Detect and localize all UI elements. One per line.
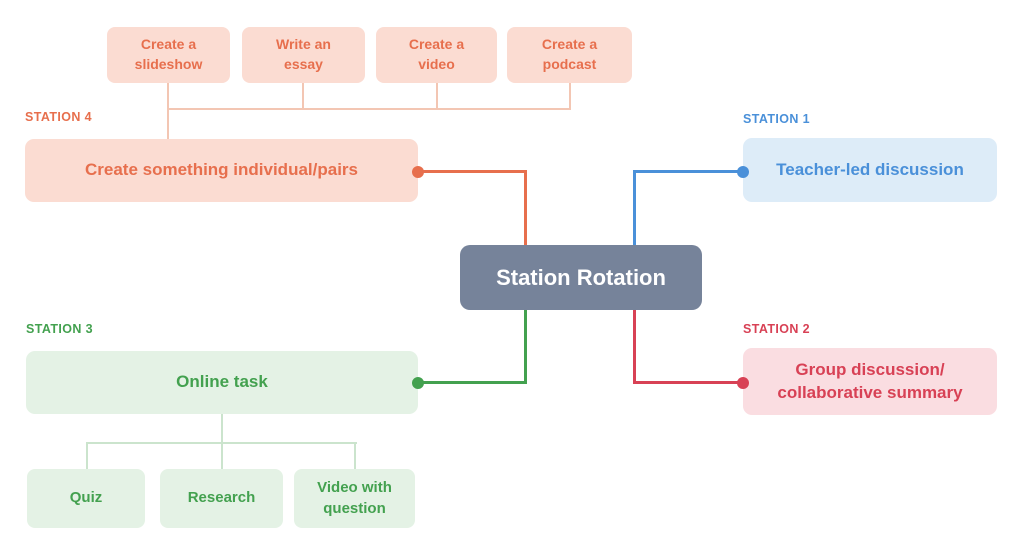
- chip-text-line: Create a: [408, 36, 465, 53]
- station3-tree-line: [354, 442, 356, 469]
- chip-text-line: Create a: [140, 36, 197, 53]
- station-3-node: Online task: [26, 351, 418, 414]
- connector-station4-dot: [412, 166, 424, 178]
- station4-child-essay: Write an essay: [242, 27, 365, 83]
- station4-tree-line: [436, 83, 438, 109]
- station3-tree-line: [221, 442, 223, 469]
- station3-child-quiz: Quiz: [27, 469, 145, 528]
- chip-text-line: Research: [187, 489, 256, 507]
- station4-child-slideshow: Create a slideshow: [107, 27, 230, 83]
- station4-tree-line: [302, 83, 304, 109]
- chip-text-line: question: [323, 499, 386, 517]
- station-1-node: Teacher-led discussion: [743, 138, 997, 202]
- station-2-text-line: Group discussion/: [795, 360, 945, 380]
- station3-child-video-question: Video with question: [294, 469, 415, 528]
- station4-child-podcast: Create a podcast: [507, 27, 632, 83]
- chip-text-line: Video with: [317, 479, 392, 497]
- station-2-node: Group discussion/ collaborative summary: [743, 348, 997, 415]
- station-2-text: Group discussion/ collaborative summary: [777, 359, 962, 404]
- connector-station2-dot: [737, 377, 749, 389]
- station-1-label: STATION 1: [743, 112, 811, 126]
- connector-station1-line: [633, 170, 743, 173]
- station-1-text: Teacher-led discussion: [776, 159, 964, 179]
- chip-text-line: Create a: [541, 36, 598, 53]
- connector-station3-line: [524, 308, 527, 384]
- station4-tree-line: [167, 83, 169, 139]
- station4-tree-line: [569, 83, 571, 109]
- station-4-label: STATION 4: [25, 110, 93, 124]
- station4-tree-line: [167, 108, 571, 110]
- chip-text-line: podcast: [542, 56, 597, 72]
- station-4-text: Create something individual/pairs: [84, 160, 358, 180]
- connector-station4-line: [418, 170, 527, 173]
- station3-tree-line: [86, 442, 88, 469]
- connector-station1-line: [633, 170, 636, 247]
- station4-child-video: Create a video: [376, 27, 497, 83]
- center-node: Station Rotation: [460, 245, 702, 310]
- connector-station1-dot: [737, 166, 749, 178]
- station3-child-research: Research: [160, 469, 283, 528]
- connector-station2-line: [633, 308, 636, 384]
- diagram-title: Station Rotation: [496, 264, 666, 290]
- connector-station3-line: [418, 381, 527, 384]
- station3-tree-line: [221, 414, 223, 444]
- chip-text-line: slideshow: [134, 56, 203, 72]
- station-2-text-line: collaborative summary: [777, 382, 963, 402]
- connector-station4-line: [524, 170, 527, 247]
- chip-text-line: essay: [284, 56, 323, 72]
- chip-text-line: video: [418, 56, 455, 72]
- station-4-node: Create something individual/pairs: [25, 139, 418, 202]
- station-3-text: Online task: [176, 372, 268, 392]
- chip-text-line: Write an: [276, 36, 331, 53]
- chip-text-line: Quiz: [69, 489, 103, 507]
- station-3-label: STATION 3: [26, 322, 94, 336]
- connector-station3-dot: [412, 377, 424, 389]
- connector-station2-line: [633, 381, 743, 384]
- station-2-label: STATION 2: [743, 322, 811, 336]
